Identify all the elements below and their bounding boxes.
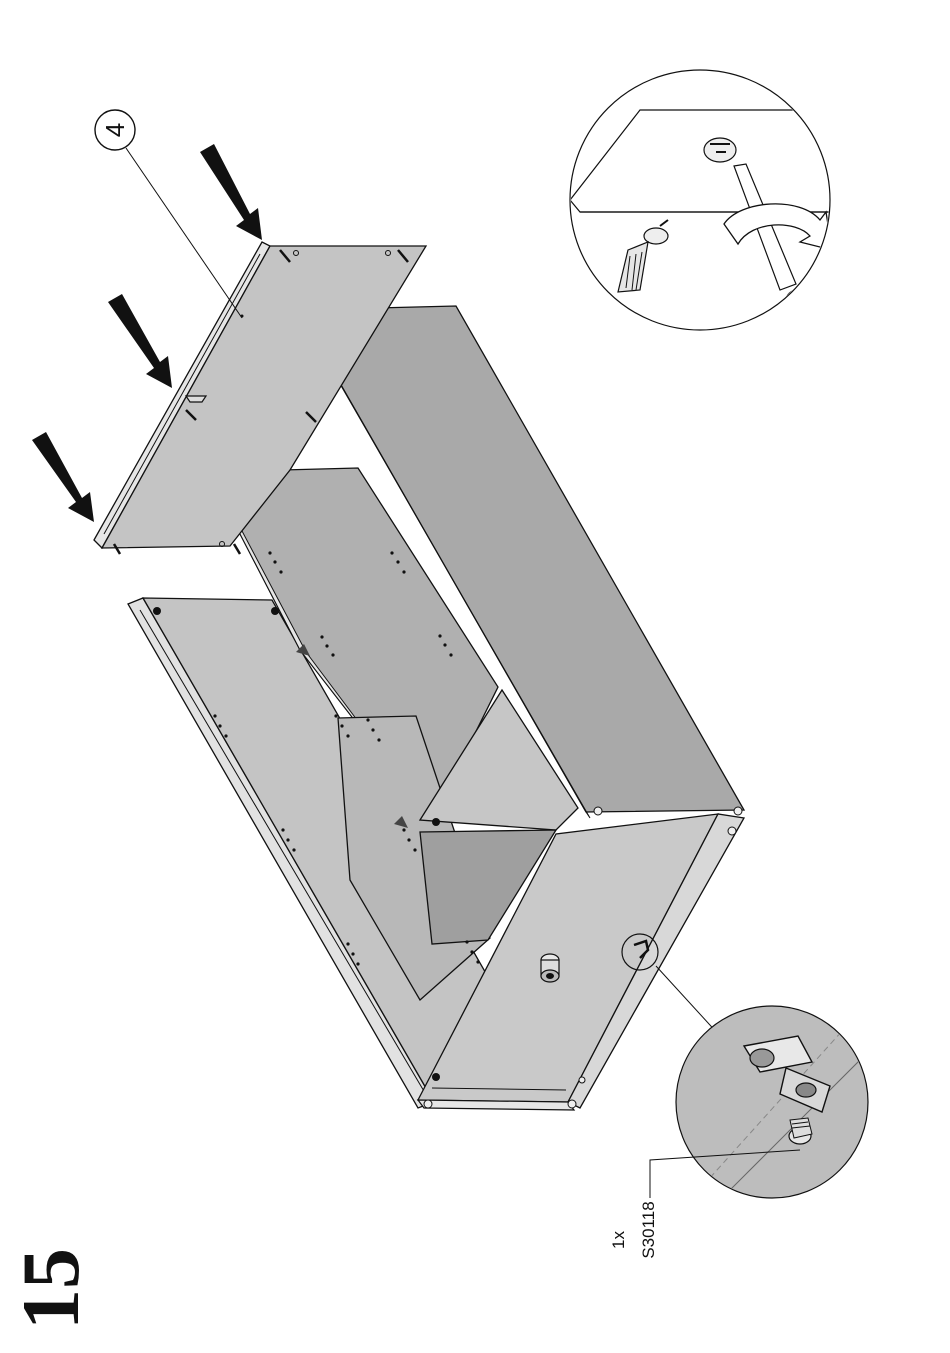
cam-lock-detail	[650, 1000, 880, 1200]
hardware-quantity: 1x	[609, 1231, 628, 1249]
step-number-group: 15	[5, 1248, 96, 1330]
panel-callout-label: 4	[100, 123, 130, 137]
panel-callout: 4	[95, 110, 242, 318]
push-arrow-icon	[32, 432, 94, 522]
step-number: 15	[5, 1248, 96, 1330]
hardware-part-code: S30118	[639, 1201, 658, 1258]
hardware-label: 1x S30118	[609, 1201, 658, 1258]
push-arrow-icon	[108, 294, 172, 388]
push-arrow-icon	[200, 144, 262, 240]
screw-icon	[789, 1118, 812, 1144]
screwdriver-detail	[570, 55, 860, 330]
cam-lock-icon	[541, 954, 559, 982]
